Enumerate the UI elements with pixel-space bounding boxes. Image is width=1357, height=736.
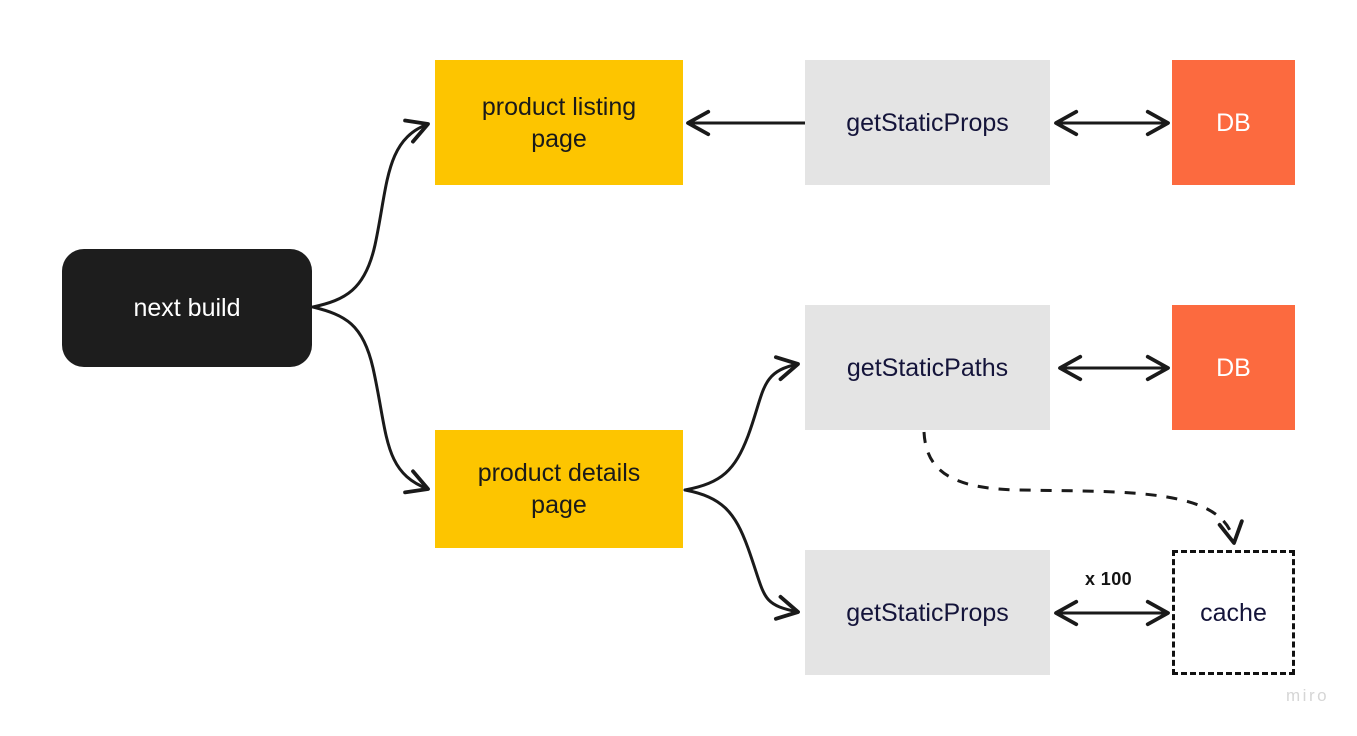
node-listing-get-static-props[interactable]: getStaticProps <box>805 60 1050 185</box>
node-product-details-page-label: product details page <box>477 459 641 519</box>
node-details-get-static-props-label: getStaticProps <box>846 598 1009 627</box>
node-listing-db-label: DB <box>1216 108 1251 137</box>
edge-build-to-details <box>311 305 430 495</box>
node-cache-label: cache <box>1200 598 1267 627</box>
edge-details-to-getstaticprops <box>683 488 800 621</box>
node-paths-db-label: DB <box>1216 353 1251 382</box>
edge-getstaticpaths-to-cache <box>922 431 1244 545</box>
miro-watermark: miro <box>1286 686 1330 705</box>
node-next-build-label: next build <box>133 294 241 322</box>
node-product-details-page[interactable]: product details page <box>435 430 683 548</box>
node-listing-get-static-props-label: getStaticProps <box>846 108 1009 137</box>
edge-label-x100: x 100 <box>1085 569 1133 589</box>
edge-details-to-getstaticpaths <box>683 355 800 492</box>
edge-build-to-listing <box>311 118 430 309</box>
node-product-listing-page-label: product listing page <box>481 92 637 153</box>
node-listing-db[interactable]: DB <box>1172 60 1295 185</box>
node-paths-db[interactable]: DB <box>1172 305 1295 430</box>
node-details-get-static-props[interactable]: getStaticProps <box>805 550 1050 675</box>
node-get-static-paths-label: getStaticPaths <box>846 353 1009 382</box>
node-get-static-paths[interactable]: getStaticPaths <box>805 305 1050 430</box>
node-product-listing-page[interactable]: product listing page <box>435 60 683 185</box>
node-next-build[interactable]: next build <box>62 249 312 367</box>
node-cache[interactable]: cache <box>1172 550 1295 675</box>
